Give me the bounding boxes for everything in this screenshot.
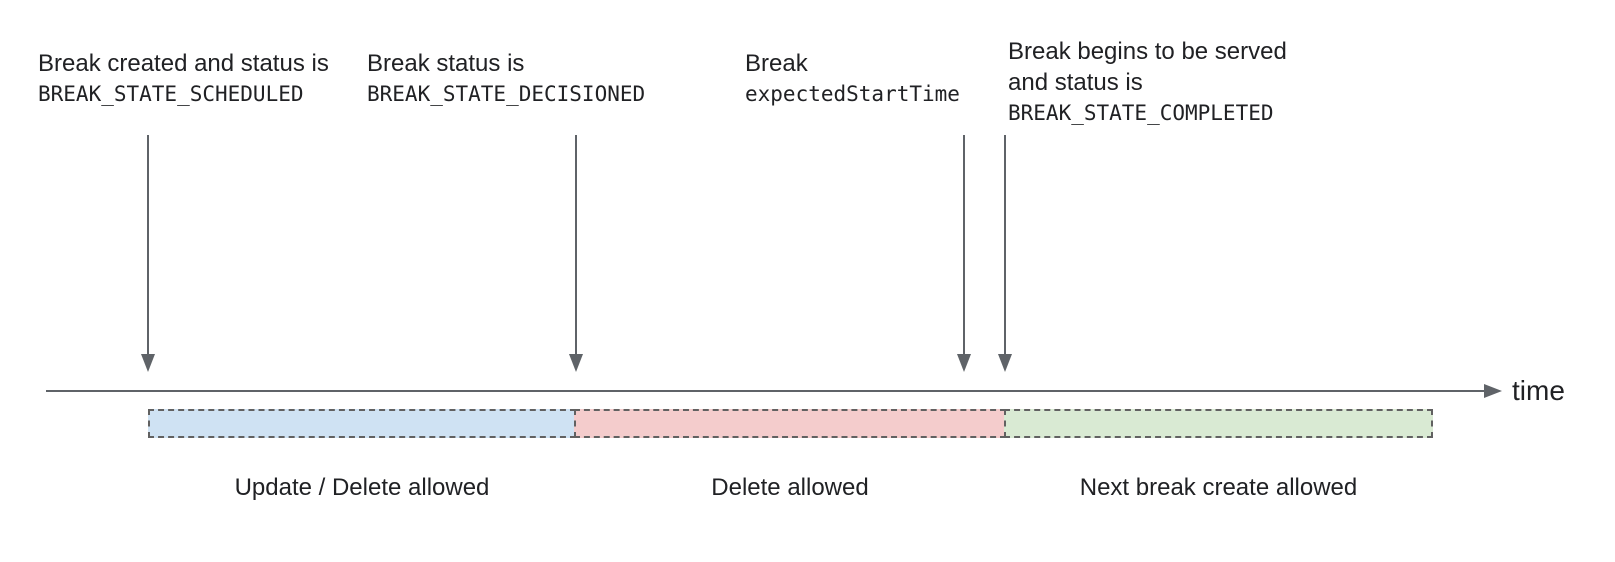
state-code-completed: BREAK_STATE_COMPLETED: [1008, 101, 1274, 125]
annotation-break-completed: Break begins to be served and status is …: [1008, 36, 1287, 129]
time-axis-line: [46, 390, 1486, 392]
segment-update-delete-window: [148, 409, 576, 438]
down-arrow-completed: [1004, 135, 1006, 355]
state-code-scheduled: BREAK_STATE_SCHEDULED: [38, 82, 304, 106]
segment-next-break-create-window: [1004, 409, 1433, 438]
annotation-text: Break: [745, 50, 808, 77]
label-update-delete-allowed: Update / Delete allowed: [234, 474, 490, 501]
down-arrowhead-icon: [569, 354, 583, 372]
down-arrowhead-icon: [998, 354, 1012, 372]
label-next-break-create-allowed: Next break create allowed: [1079, 474, 1358, 501]
right-arrowhead-icon: [1484, 384, 1502, 398]
annotation-text: Break begins to be served: [1008, 38, 1287, 65]
annotation-text: and status is: [1008, 69, 1143, 96]
down-arrow-scheduled: [147, 135, 149, 355]
annotation-text: Break created and status is: [38, 50, 329, 77]
state-code-decisioned: BREAK_STATE_DECISIONED: [367, 82, 646, 106]
down-arrowhead-icon: [141, 354, 155, 372]
down-arrow-decisioned: [575, 135, 577, 355]
down-arrowhead-icon: [957, 354, 971, 372]
time-axis-label: time: [1512, 375, 1565, 406]
annotation-expected-start-time: Break expectedStartTime: [745, 48, 960, 110]
segment-delete-window: [574, 409, 1006, 438]
label-delete-allowed: Delete allowed: [711, 474, 869, 501]
annotation-break-decisioned: Break status is BREAK_STATE_DECISIONED: [367, 48, 645, 110]
down-arrow-expected-start: [963, 135, 965, 355]
annotation-text: Break status is: [367, 50, 525, 77]
annotation-break-scheduled: Break created and status is BREAK_STATE_…: [38, 48, 329, 110]
field-code-expected-start-time: expectedStartTime: [745, 82, 960, 106]
